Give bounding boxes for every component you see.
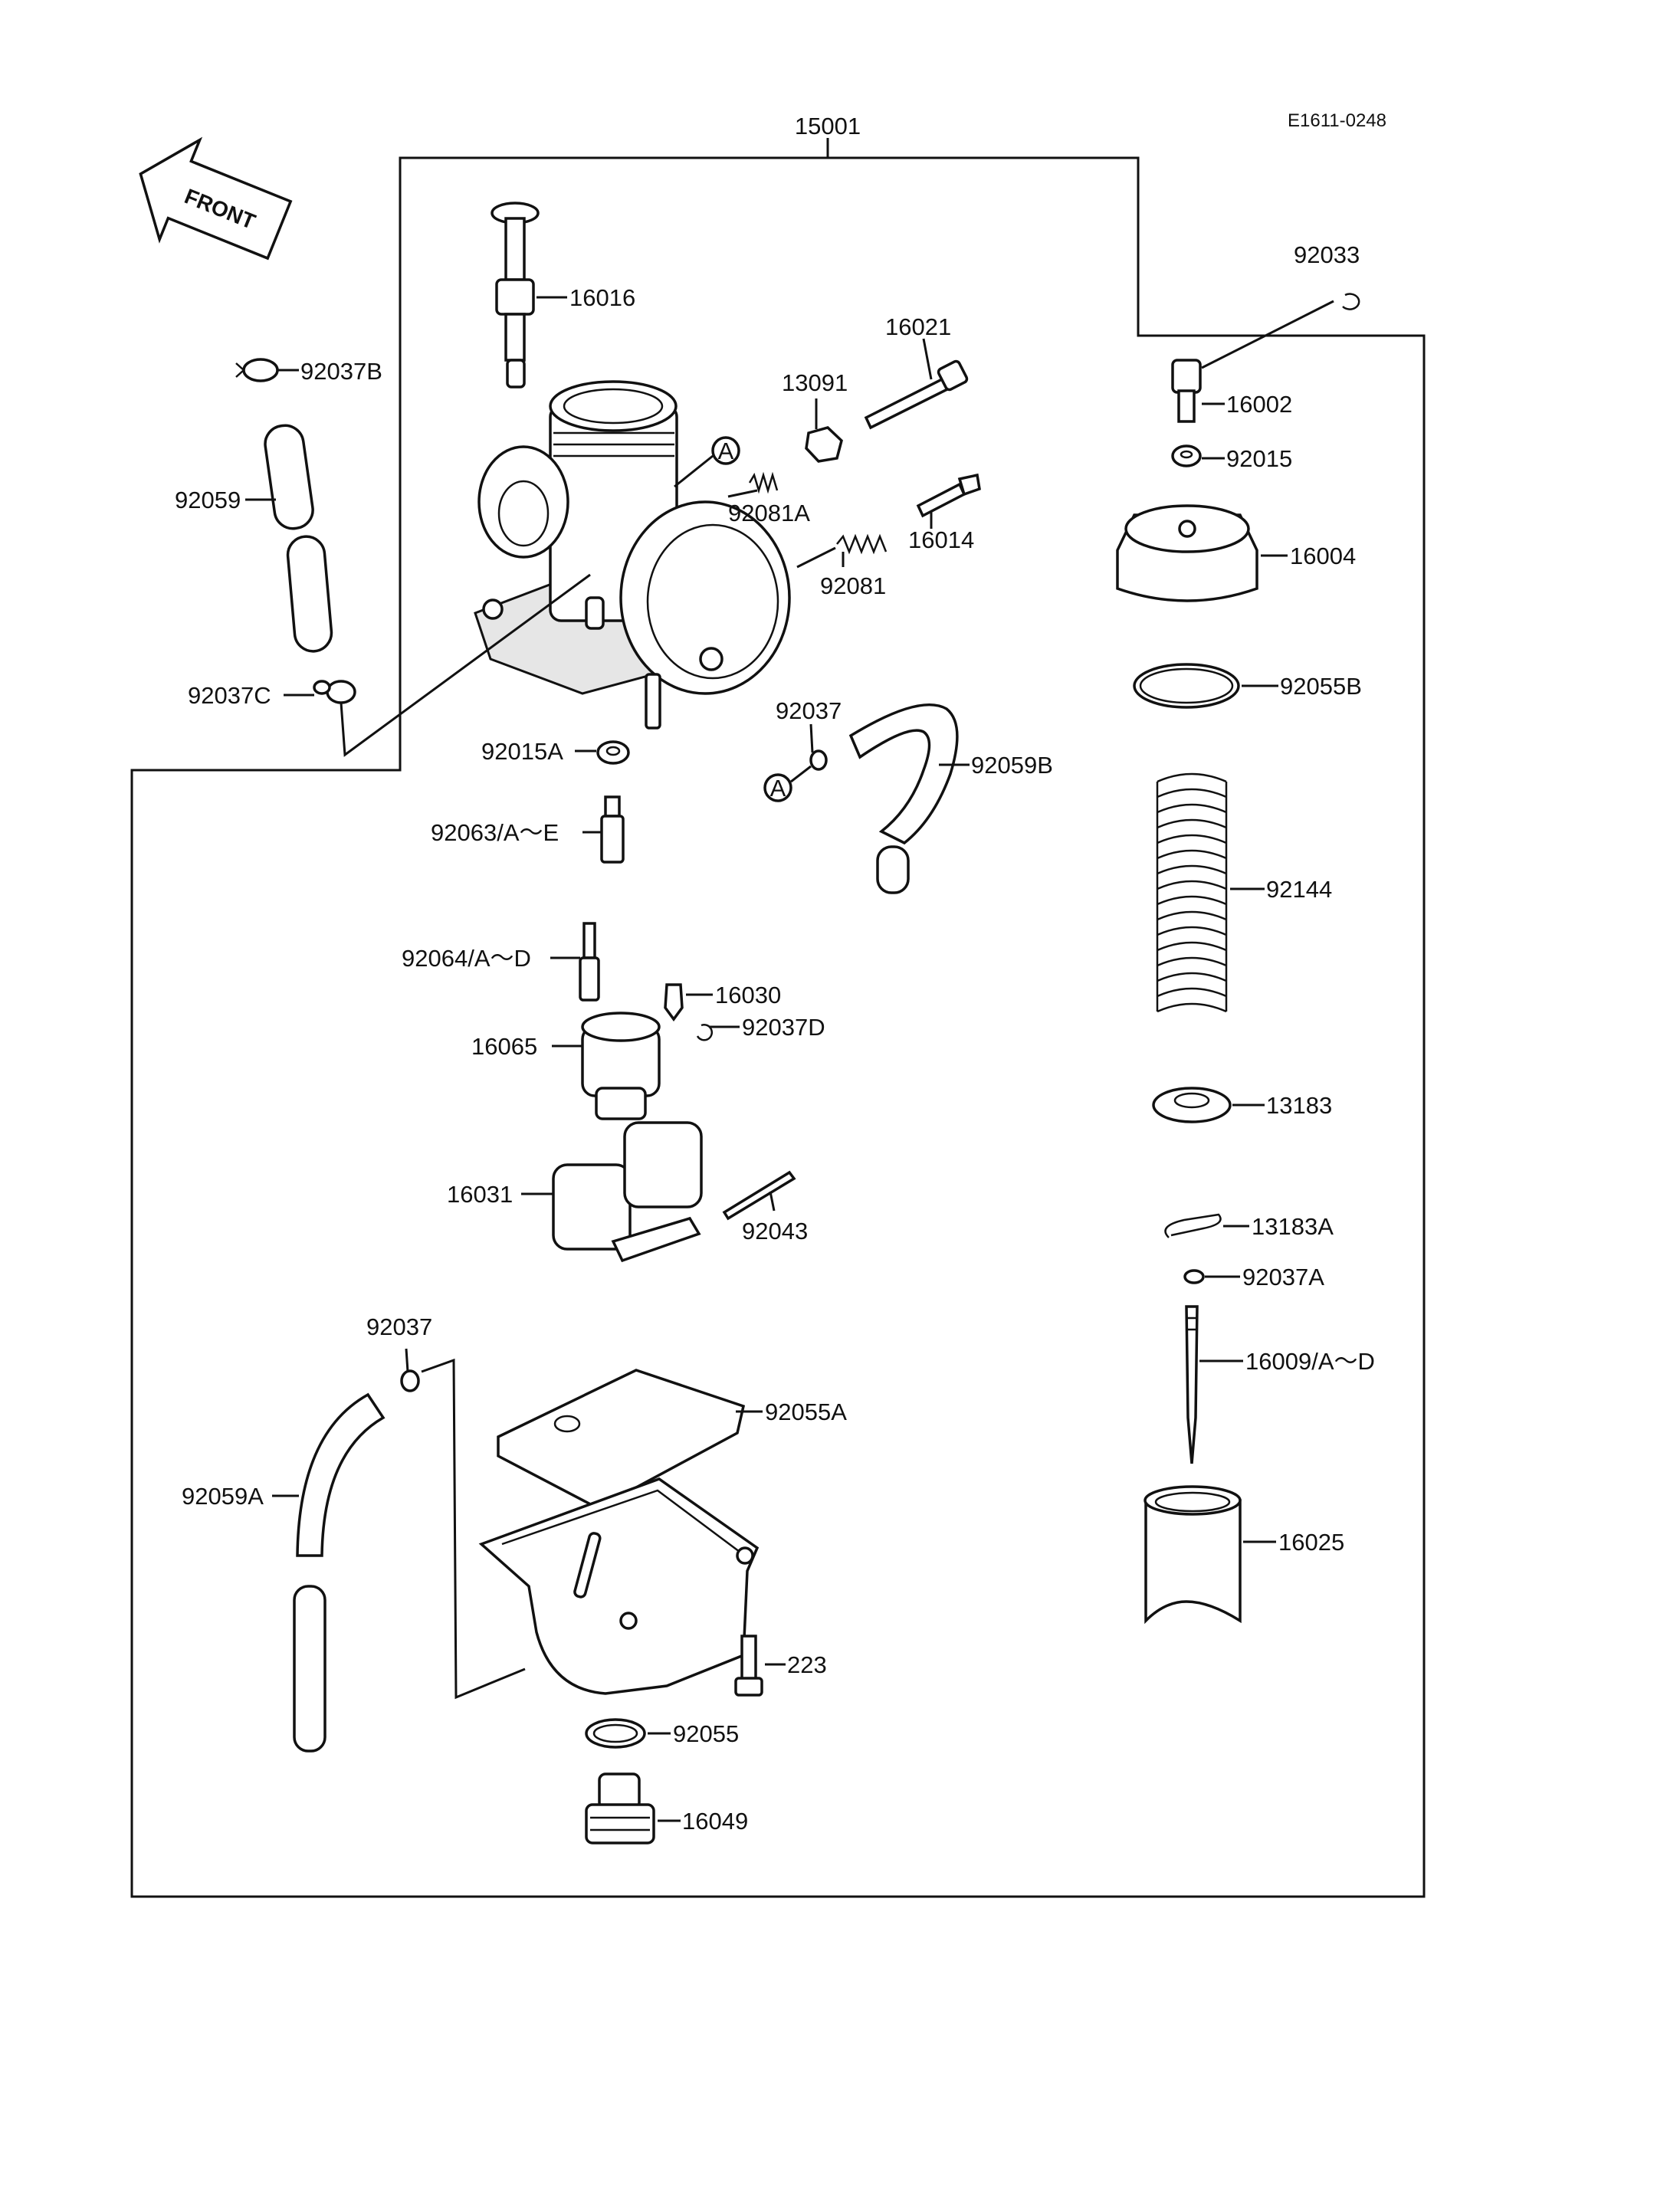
- label-92037C: 92037C: [188, 682, 271, 709]
- spring-92081A-icon: [748, 471, 779, 494]
- carburetor-body-illustration: [474, 380, 791, 730]
- clip-92033-icon: [1342, 293, 1360, 310]
- clip-92037A-icon: [1183, 1269, 1205, 1284]
- spring-92144-icon: [1156, 772, 1228, 1013]
- label-92064: 92064/A～D: [402, 945, 531, 972]
- front-arrow-icon: FRONT: [139, 136, 293, 261]
- marker-a-circle-lower: [763, 773, 792, 802]
- part-16016-icon: [491, 202, 540, 389]
- label-92037-upper: 92037: [776, 697, 842, 724]
- oring-92055-icon: [585, 1718, 646, 1749]
- throttle-valve-16025-icon: [1144, 1485, 1242, 1625]
- label-16030: 16030: [715, 982, 781, 1008]
- label-92037-lower: 92037: [366, 1313, 432, 1340]
- label-16009: 16009/A～D: [1245, 1348, 1375, 1375]
- hose-92059B-icon: [848, 703, 959, 894]
- label-16014: 16014: [908, 526, 974, 553]
- label-15001: 15001: [795, 113, 861, 139]
- label-223: 223: [787, 1651, 827, 1678]
- label-16065: 16065: [471, 1033, 537, 1060]
- label-92055A: 92055A: [765, 1399, 847, 1425]
- label-92033: 92033: [1294, 241, 1360, 268]
- gasket-92055A-icon: [497, 1369, 746, 1510]
- part-16065-icon: [581, 1012, 661, 1120]
- label-92043: 92043: [742, 1218, 808, 1244]
- clip-92037-upper-icon: [809, 749, 828, 771]
- screw-16014-icon: [916, 473, 981, 518]
- label-92059B: 92059B: [971, 752, 1053, 779]
- label-16021: 16021: [885, 313, 951, 340]
- label-16049: 16049: [682, 1808, 748, 1835]
- label-16002: 16002: [1226, 391, 1292, 418]
- spring-92081-icon: [836, 533, 888, 555]
- part-16002-icon: [1171, 359, 1202, 423]
- label-92059: 92059: [175, 487, 241, 513]
- label-13091: 13091: [782, 369, 848, 396]
- label-13183A: 13183A: [1252, 1213, 1334, 1240]
- label-92081A: 92081A: [728, 500, 810, 526]
- pin-92043-icon: [722, 1170, 796, 1221]
- needle-valve-16030-icon: [664, 983, 684, 1021]
- part-13091-icon: [805, 426, 843, 463]
- label-16031: 16031: [447, 1181, 513, 1208]
- label-92055: 92055: [673, 1720, 739, 1747]
- plug-16049-icon: [585, 1772, 655, 1844]
- marker-a-circle: [711, 436, 740, 465]
- jet-92064-icon: [579, 922, 600, 1002]
- label-92059A: 92059A: [182, 1483, 264, 1510]
- diagram-code: E1611-0248: [1288, 110, 1386, 131]
- screw-16021-icon: [864, 359, 969, 430]
- washer-92015A-icon: [596, 740, 630, 765]
- clip-92037B-icon: [235, 358, 279, 382]
- label-92063: 92063/A～E: [431, 819, 559, 846]
- label-92037D: 92037D: [742, 1014, 825, 1041]
- clip-13183A-icon: [1164, 1213, 1222, 1238]
- label-92015: 92015: [1226, 445, 1292, 472]
- label-16004: 16004: [1290, 543, 1356, 569]
- screw-223-icon: [734, 1635, 763, 1697]
- marker-a-label: A: [718, 438, 734, 464]
- label-16025: 16025: [1278, 1529, 1344, 1556]
- washer-92015-icon: [1171, 444, 1202, 467]
- cap-16004-icon: [1116, 504, 1258, 602]
- label-92037B: 92037B: [300, 358, 382, 385]
- label-92055B: 92055B: [1280, 673, 1362, 700]
- label-92081: 92081: [820, 572, 886, 599]
- clip-92037C-icon: [313, 680, 356, 704]
- seal-13183-icon: [1152, 1087, 1232, 1123]
- oring-92055B-icon: [1133, 663, 1240, 709]
- hose-92059A-icon: [293, 1392, 386, 1753]
- clip-92037-lower-icon: [400, 1369, 420, 1392]
- label-16016: 16016: [569, 284, 635, 311]
- tube-92059-icon: [264, 424, 333, 653]
- label-13183: 13183: [1266, 1092, 1332, 1119]
- label-92037A: 92037A: [1242, 1264, 1324, 1290]
- label-92015A: 92015A: [481, 738, 563, 765]
- float-16031-icon: [552, 1121, 703, 1263]
- needle-16009-icon: [1185, 1305, 1199, 1464]
- marker-a-label-lower: A: [770, 775, 786, 802]
- label-92144: 92144: [1266, 876, 1332, 903]
- clip-92037D-icon: [696, 1024, 714, 1041]
- float-bowl-icon: [478, 1477, 760, 1695]
- assembly-boundary: [130, 138, 1426, 1898]
- jet-92063-icon: [600, 795, 625, 864]
